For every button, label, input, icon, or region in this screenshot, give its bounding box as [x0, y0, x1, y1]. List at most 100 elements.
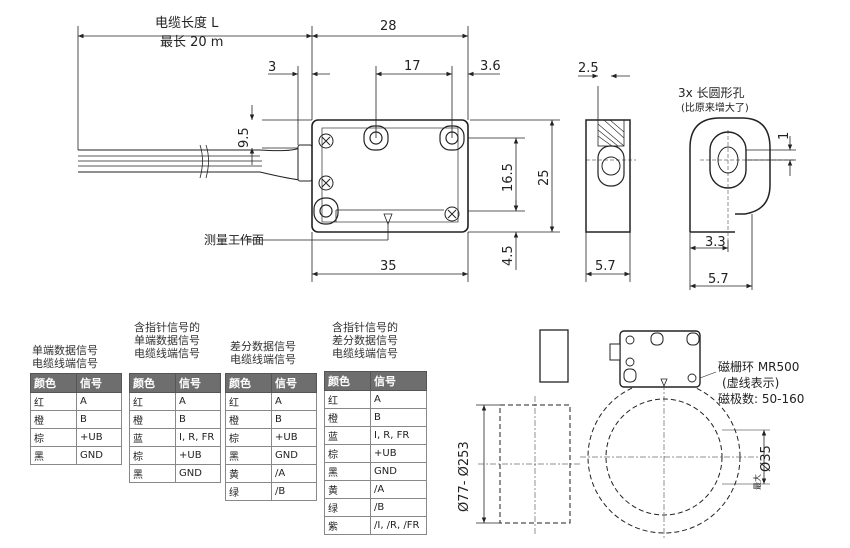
cell-signal: A: [175, 392, 221, 411]
table4-caption: 含指针信号的 差分数据信号 电缆线端信号: [332, 321, 398, 360]
header-signal: 信号: [76, 373, 122, 393]
table2-caption-line1: 含指针信号的: [134, 321, 200, 334]
dim-9-5: 9.5: [237, 127, 252, 148]
cell-signal: A: [370, 390, 427, 409]
dim-25: 25: [537, 169, 552, 186]
cell-signal: B: [370, 408, 427, 427]
cell-color: 红: [129, 392, 176, 411]
cell-color: 黑: [324, 462, 371, 481]
cell-color: 棕: [129, 446, 176, 465]
table-row: 黄/A: [225, 464, 317, 483]
cell-color: 黄: [225, 464, 272, 483]
cell-signal: GND: [76, 446, 122, 465]
max-label: 最大: [752, 474, 762, 490]
cell-signal: +UB: [271, 428, 317, 447]
cell-signal: +UB: [76, 428, 122, 447]
cell-signal: /A: [370, 480, 427, 499]
cell-signal: B: [175, 410, 221, 429]
pole-count-label: 磁极数: 50-160: [718, 391, 804, 406]
cell-signal: /A: [271, 464, 317, 483]
cell-color: 红: [225, 392, 272, 411]
dim-16-5: 16.5: [501, 163, 516, 192]
table1-caption: 单端数据信号 电缆线端信号: [32, 344, 98, 370]
cell-color: 黄: [324, 480, 371, 499]
dim-3: 3: [268, 60, 276, 75]
cell-color: 红: [30, 392, 77, 411]
top-view-labels: 电缆长度 L 最长 20 m 28 3 17 3.6 9.5 16.5 25 4…: [155, 15, 552, 274]
cell-color: 棕: [225, 428, 272, 447]
table-header: 颜色 信号: [324, 371, 427, 391]
cell-color: 黑: [129, 464, 176, 483]
table-header: 颜色 信号: [129, 373, 221, 393]
cell-signal: +UB: [175, 446, 221, 465]
side-dim-2-5: 2.5: [578, 61, 599, 76]
cell-color: 红: [324, 390, 371, 409]
cell-color: 蓝: [324, 426, 371, 445]
magnetic-ring-front-view: [580, 330, 770, 540]
table4-caption-line3: 电缆线端信号: [332, 347, 398, 360]
cell-signal: /B: [370, 498, 427, 517]
small-screw-icon: [625, 335, 697, 383]
detail-dim-5-7: 5.7: [708, 272, 729, 287]
cell-signal: /B: [271, 482, 317, 501]
cell-signal: +UB: [370, 444, 427, 463]
cell-color: 棕: [30, 428, 77, 447]
table2-caption-line3: 电缆线端信号: [134, 347, 200, 360]
table2-caption: 含指针信号的 单端数据信号 电缆线端信号: [134, 321, 200, 360]
cell-signal: /I, /R, /FR: [370, 516, 427, 535]
ring-sub-label: (虚线表示): [722, 376, 779, 390]
cell-signal: B: [271, 410, 317, 429]
cable: [78, 147, 301, 181]
ring-dim-inner: Ø35: [759, 445, 774, 472]
table-row: 棕+UB: [225, 428, 317, 447]
cell-signal: A: [76, 392, 122, 411]
cell-color: 黑: [30, 446, 77, 465]
table3-caption-line1: 差分数据信号: [230, 340, 296, 353]
table-row: 绿/B: [225, 482, 317, 501]
cell-color: 橙: [225, 410, 272, 429]
cell-signal: I, R, FR: [175, 428, 221, 447]
cell-color: 橙: [324, 408, 371, 427]
screw-icon: [318, 133, 460, 222]
header-signal: 信号: [370, 371, 427, 391]
table-row: 绿/B: [324, 498, 427, 517]
detail-dim-1: 1: [777, 132, 792, 140]
table-row: 棕+UB: [30, 428, 122, 447]
header-color: 颜色: [324, 371, 371, 391]
sensor-side-view: [578, 73, 636, 282]
table-header: 颜色 信号: [225, 373, 317, 393]
cell-color: 绿: [324, 498, 371, 517]
cell-color: 紫: [324, 516, 371, 535]
cell-signal: GND: [175, 464, 221, 483]
table3-caption-line2: 电缆线端信号: [230, 353, 296, 366]
detail-dim-3-3: 3.3: [705, 235, 726, 250]
cell-color: 棕: [324, 444, 371, 463]
table4-caption-line1: 含指针信号的: [332, 321, 398, 334]
cell-color: 黑: [225, 446, 272, 465]
dim-4-5: 4.5: [501, 245, 516, 266]
cell-signal: A: [271, 392, 317, 411]
dim-17: 17: [404, 59, 421, 74]
ring-label: 磁栅环 MR500: [718, 359, 799, 374]
dim-35: 35: [380, 259, 397, 274]
cell-color: 橙: [129, 410, 176, 429]
cell-color: 绿: [225, 482, 272, 501]
cell-color: 橙: [30, 410, 77, 429]
measuring-face-label: 测量工作面: [204, 233, 264, 247]
header-signal: 信号: [271, 373, 317, 393]
top-view-dimensions: [77, 26, 560, 282]
